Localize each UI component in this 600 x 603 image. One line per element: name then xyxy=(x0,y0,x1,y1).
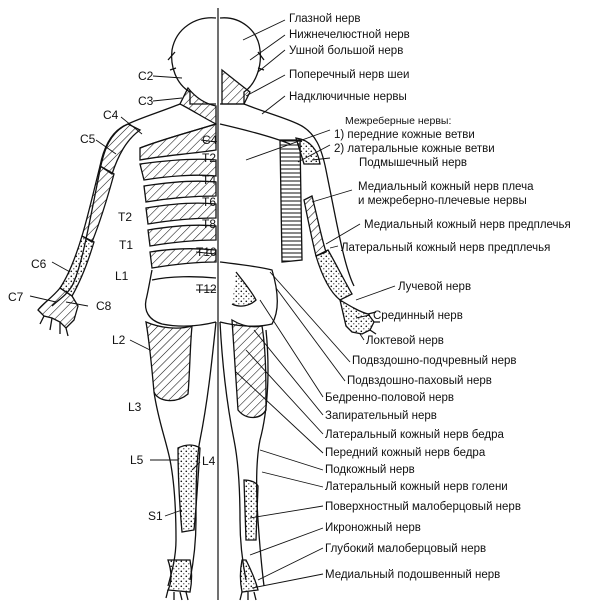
nerve-label: Медиальный подошвенный нерв xyxy=(325,569,500,581)
label-l5: L5 xyxy=(130,453,144,467)
label-c6: C6 xyxy=(31,257,47,271)
nerve-label: Подмышечный нерв xyxy=(359,157,467,169)
right-thigh xyxy=(231,318,267,419)
nerve-label: Подвздошно-паховый нерв xyxy=(347,375,492,387)
label-l2: L2 xyxy=(112,333,126,347)
right-intercostal-lateral xyxy=(279,139,303,263)
label-c8: C8 xyxy=(96,299,112,313)
left-c5-shoulder xyxy=(99,123,142,176)
label-t8: T8 xyxy=(202,217,216,231)
nerve-label: Срединный нерв xyxy=(373,310,463,322)
label-l3: L3 xyxy=(128,400,142,414)
nerve-label: Передний кожный нерв бедра xyxy=(325,447,486,459)
label-c4-shoulder: C4 xyxy=(103,108,119,122)
nerve-label: Нижнечелюстной нерв xyxy=(289,29,410,41)
right-hand xyxy=(339,298,375,335)
nerve-label: Глазной нерв xyxy=(289,13,360,25)
right-axillary xyxy=(295,137,321,165)
label-c2: C2 xyxy=(138,69,154,83)
label-c3: C3 xyxy=(138,94,154,108)
left-t6-band xyxy=(145,202,217,225)
nerve-label: Поверхностный малоберцовый нерв xyxy=(325,501,521,513)
nerve-label: Латеральный кожный нерв бедра xyxy=(325,429,504,441)
segment-labels: C2 C3 C4 C5 C4 T2 T4 T6 T2 T8 T1 T10 C6 … xyxy=(8,69,218,523)
nerve-label: Подкожный нерв xyxy=(325,464,415,476)
nerve-figure xyxy=(219,17,380,601)
leader-lines xyxy=(29,19,396,589)
label-t10: T10 xyxy=(196,245,217,259)
left-c3-region xyxy=(179,86,217,126)
right-forearm xyxy=(315,249,353,301)
label-s1: S1 xyxy=(148,509,163,523)
nerve-label: Латеральный кожный нерв предплечья xyxy=(341,242,550,254)
left-hand xyxy=(37,287,79,329)
label-t12: T12 xyxy=(196,282,217,296)
label-l1: L1 xyxy=(115,269,129,283)
nerve-label: Глубокий малоберцовый нерв xyxy=(325,543,486,555)
label-t4: T4 xyxy=(202,173,216,187)
label-c4-mid: C4 xyxy=(202,133,218,147)
label-c5: C5 xyxy=(80,132,96,146)
nerve-label: Лучевой нерв xyxy=(398,281,471,293)
nerve-label: Латеральный кожный нерв голени xyxy=(325,481,508,493)
left-c4-chest xyxy=(139,123,217,161)
right-neck-hatch xyxy=(221,68,251,105)
left-t10-band xyxy=(149,248,217,269)
nerve-label: Икроножный нерв xyxy=(325,522,421,534)
nerve-label: Межреберные нервы: xyxy=(345,115,451,127)
left-l2-thigh xyxy=(145,320,193,402)
nerve-labels: Глазной нерв Нижнечелюстной нерв Ушной б… xyxy=(289,13,571,581)
left-c6-forearm xyxy=(59,235,95,297)
right-genitofemoral xyxy=(231,271,257,307)
nerve-label: Ушной большой нерв xyxy=(289,45,403,57)
left-l5-shin xyxy=(177,444,201,533)
label-c7: C7 xyxy=(8,290,24,304)
label-t2-arm: T2 xyxy=(118,210,132,224)
right-medial-arm xyxy=(303,195,327,257)
nerve-label: и межреберно-плечевые нервы xyxy=(358,195,527,207)
left-s1-foot xyxy=(166,559,193,593)
nerve-label: Подвздошно-подчревный нерв xyxy=(352,355,517,367)
nerve-label: Локтевой нерв xyxy=(366,335,444,347)
label-t6: T6 xyxy=(202,195,216,209)
left-t2-band xyxy=(139,158,217,181)
left-t4-band xyxy=(143,180,217,203)
left-t8-band xyxy=(147,224,217,247)
nerve-label: Надключичные нервы xyxy=(289,91,407,103)
nerve-label: 1) передние кожные ветви xyxy=(334,129,475,141)
nerve-label: Поперечный нерв шеи xyxy=(289,69,409,81)
nerve-label: Медиальный кожный нерв плеча xyxy=(358,181,534,193)
nerve-label: Медиальный кожный нерв предплечья xyxy=(364,219,571,231)
label-t2-mid: T2 xyxy=(202,151,216,165)
nerve-label: 2) латеральные кожные ветви xyxy=(334,143,495,155)
left-upper-arm xyxy=(81,165,115,243)
nerve-label: Бедренно-половой нерв xyxy=(325,392,454,404)
left-ear xyxy=(167,51,177,71)
label-l4: L4 xyxy=(202,454,216,468)
left-head-outline xyxy=(170,17,217,105)
right-shin xyxy=(243,479,259,541)
nerve-label: Запирательный нерв xyxy=(325,410,437,422)
label-t1: T1 xyxy=(119,238,133,252)
dermatome-figure xyxy=(37,17,217,601)
